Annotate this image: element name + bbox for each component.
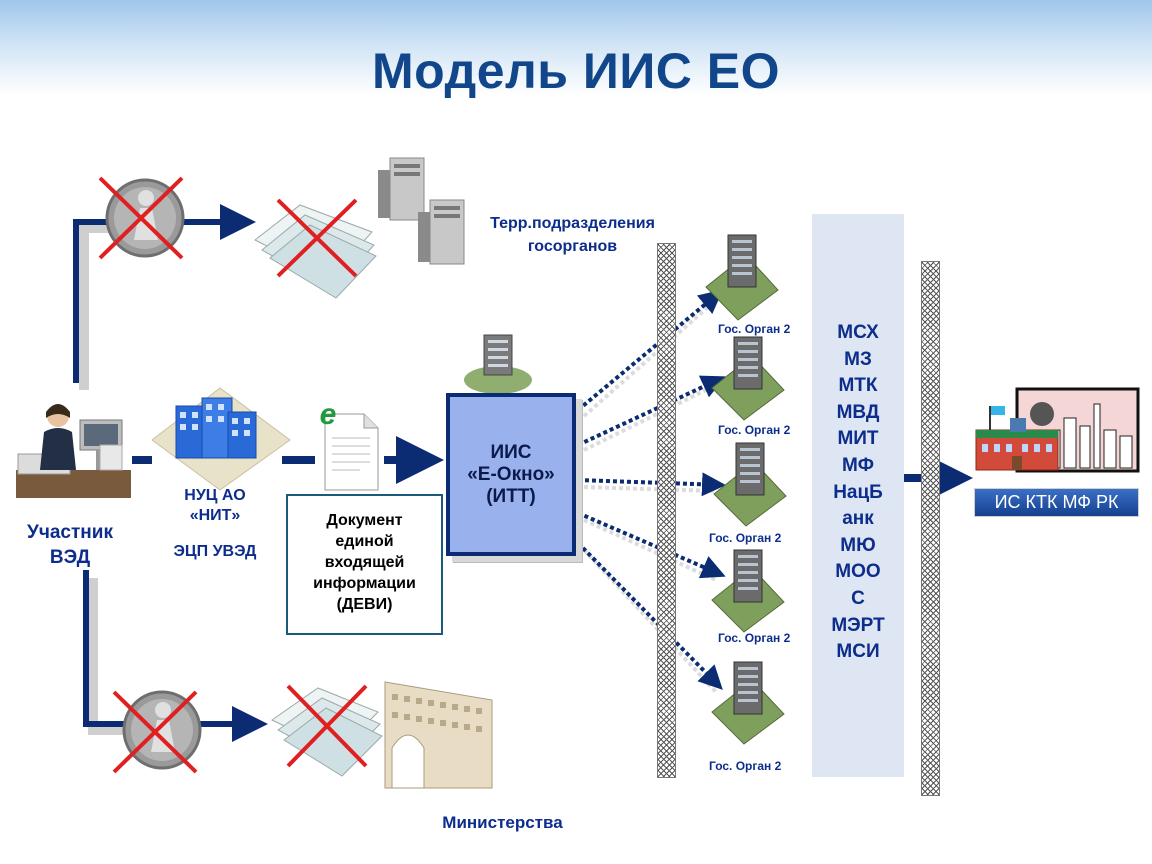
agency-item: МСИ (836, 641, 880, 663)
participant-label: Участник ВЭД (0, 520, 140, 570)
bottom-courier-icon (122, 690, 202, 770)
nuc-building-icon (151, 387, 291, 491)
agency-item: МСХ (837, 322, 879, 343)
ministry-building-icon (384, 681, 493, 789)
ktk-label: ИС КТК МФ РК (975, 489, 1138, 516)
agency-item: МЭРТ (831, 614, 885, 636)
agency-item: С (851, 587, 865, 609)
gov-body-label-4: Гос. Орган 2 (718, 631, 791, 645)
terr-label-line1: Терр.подразделения (490, 215, 655, 232)
agency-item: МЮ (840, 534, 876, 556)
gov-building-icon-2 (711, 336, 785, 421)
agency-item: НацБ (833, 481, 883, 503)
ministries-label: Министерства (442, 813, 563, 832)
document-icon (324, 413, 379, 491)
gov-body-label-3: Гос. Орган 2 (709, 531, 782, 545)
iis-building-icon (464, 334, 532, 394)
server-icon-1 (378, 157, 425, 221)
firewall-left (657, 243, 676, 778)
iis-line: «Е-Окно» (467, 464, 555, 485)
bottom-courier-cross (112, 690, 198, 774)
e-letter: e (319, 398, 337, 431)
gov-building-icon-4 (711, 549, 785, 633)
server-icon-2 (418, 199, 465, 265)
agency-item: МФ (841, 454, 875, 476)
iis-text: ИИС«Е-Окно»(ИТТ) (450, 442, 572, 508)
nuc-label-line1: НУЦ АО (184, 487, 246, 504)
agency-item: анк (842, 508, 874, 530)
iis-line: ИИС (490, 442, 532, 463)
page-title: Модель ИИС ЕО (371, 43, 781, 99)
iis-box: ИИС«Е-Окно»(ИТТ) (446, 393, 576, 556)
top-papers-icon (254, 204, 377, 299)
gov-building-icon-3 (713, 442, 787, 527)
header-band (0, 0, 1152, 95)
top-courier-icon (105, 178, 185, 258)
devi-line: информации (313, 575, 416, 592)
gov-building-icon-1 (705, 234, 779, 321)
participant-label-line2: ВЭД (49, 547, 91, 568)
gov-body-label-2: Гос. Орган 2 (718, 423, 791, 437)
dotted-arrow-5 (555, 520, 723, 690)
dotted-arrow-2 (554, 375, 726, 465)
gov-body-label-1: Гос. Орган 2 (718, 322, 791, 336)
gov-building-icon-5 (711, 661, 785, 745)
agency-item: МВД (836, 401, 880, 423)
devi-line: (ДЕВИ) (336, 596, 393, 613)
top-papers-cross (276, 198, 358, 278)
terr-label: Терр.подразделения госорганов (470, 212, 675, 258)
devi-text: Документ единой входящей информации (ДЕВИ) (288, 510, 441, 615)
participant-label-line1: Участник (27, 522, 113, 543)
devi-line: единой (335, 533, 394, 550)
bottom-papers-cross (286, 684, 368, 768)
iis-line: (ИТТ) (486, 486, 536, 507)
top-courier-cross (98, 176, 184, 260)
participant-icon (16, 404, 131, 498)
devi-box: Документ единой входящей информации (ДЕВИ) (286, 494, 443, 635)
devi-line: входящей (324, 554, 405, 571)
devi-line: Документ (326, 512, 403, 529)
dotted-arrow-3 (557, 467, 726, 497)
top-path (73, 219, 110, 383)
agency-item: МОО (835, 561, 881, 583)
ktk-icon (975, 387, 1140, 473)
nuc-label-line2: «НИТ» (189, 507, 241, 524)
agency-item: МИТ (837, 428, 879, 450)
terr-label-line2: госорганов (527, 238, 618, 255)
eds-label: ЭЦП УВЭД (173, 543, 257, 560)
agency-item: МТК (838, 375, 878, 397)
bottom-path-shadow (88, 578, 125, 735)
bottom-path (83, 570, 125, 727)
agency-item: МЗ (844, 348, 872, 370)
top-path-shadow (79, 223, 110, 390)
nuc-label: НУЦ АО «НИТ» (150, 486, 280, 526)
firewall-right (921, 261, 940, 796)
gov-body-label-5: Гос. Орган 2 (709, 759, 782, 773)
